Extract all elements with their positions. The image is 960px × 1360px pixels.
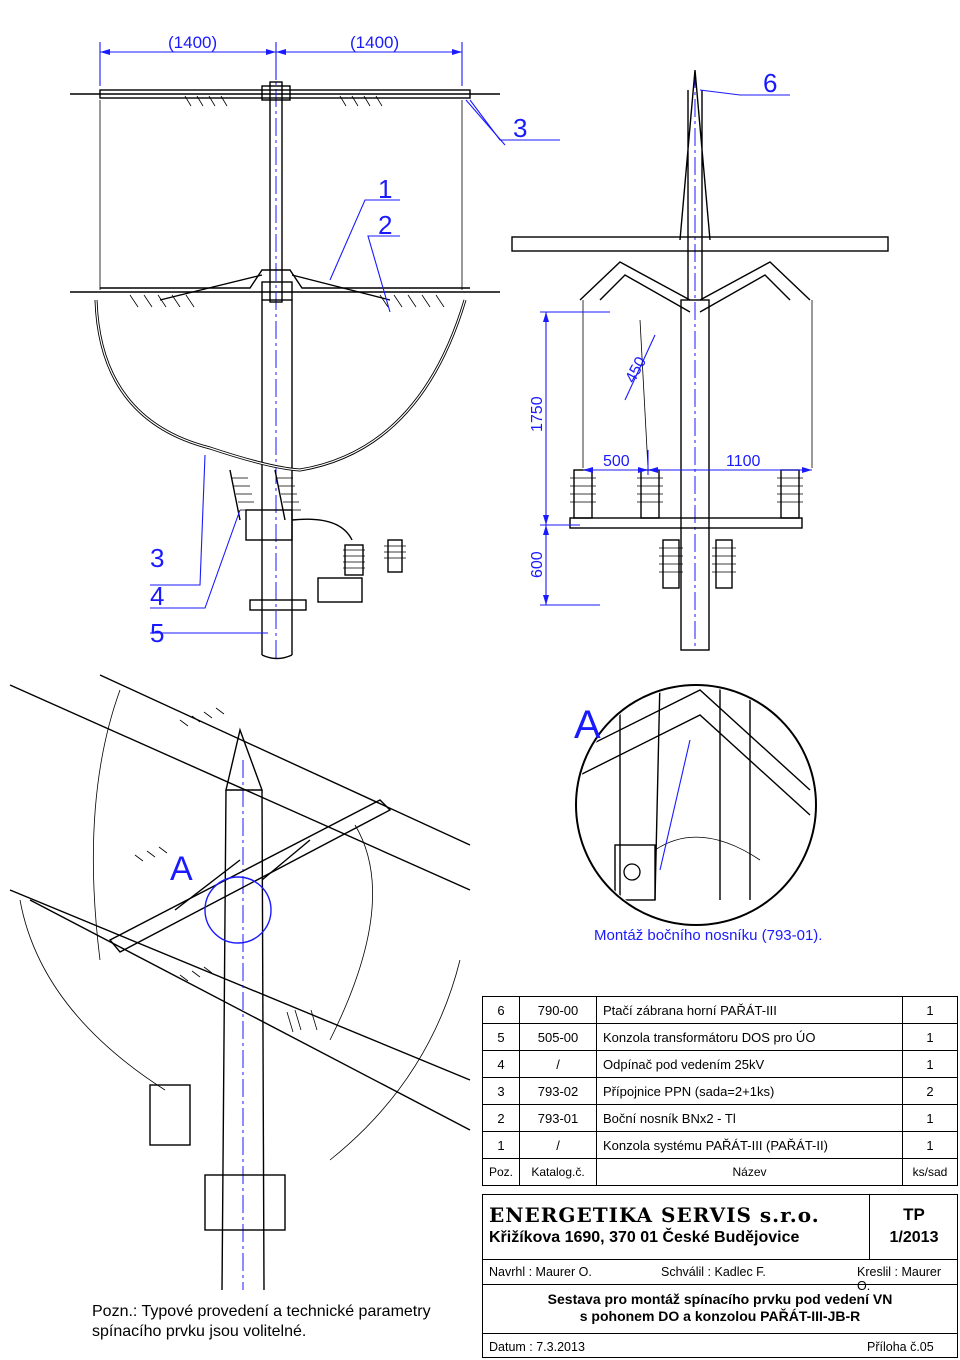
position-cell: 6: [481, 996, 521, 1024]
dim-600: 600: [529, 551, 546, 578]
quantity-cell: 1: [902, 1131, 958, 1159]
name-cell: Konzola transformátoru DOS pro ÚO: [596, 1023, 903, 1051]
position-cell: 1: [481, 1131, 521, 1159]
dim-500: 500: [603, 453, 630, 470]
approved-by: Schválil : Kadlec F.: [661, 1265, 766, 1279]
view-a-marker: A: [170, 850, 193, 888]
header-position: Poz.: [481, 1158, 521, 1186]
company-address: Křižíkova 1690, 370 01 České Budějovice: [489, 1229, 800, 1246]
name-cell: Boční nosník BNx2 - Tl: [596, 1104, 903, 1132]
detail-a: [575, 684, 817, 926]
name-cell: Přípojnice PPN (sada=2+1ks): [596, 1077, 903, 1105]
name-cell: Ptačí zábrana horní PAŘÁT-III: [596, 996, 903, 1024]
catalog-cell: 793-01: [519, 1104, 598, 1132]
note-line-2: spínacího prvku jsou volitelné.: [92, 1323, 307, 1340]
header-name: Název: [596, 1158, 903, 1186]
quantity-cell: 2: [902, 1077, 958, 1105]
date-row: Datum : 7.3.2013 Příloha č.05: [483, 1333, 957, 1359]
dim-1400-right: (1400): [350, 33, 399, 52]
callout-3-top: 3: [513, 113, 527, 143]
view-a-label: A: [574, 703, 601, 747]
detail-caption: Montáž bočního nosníku (793-01).: [594, 927, 822, 944]
signatures-row: Navrhl : Maurer O. Schválil : Kadlec F. …: [483, 1259, 957, 1293]
catalog-cell: /: [519, 1131, 598, 1159]
catalog-cell: 790-00: [519, 996, 598, 1024]
note: Pozn.: Typové provedení a technické para…: [92, 1302, 431, 1342]
quantity-cell: 1: [902, 1050, 958, 1078]
designed-by: Navrhl : Maurer O.: [489, 1265, 592, 1279]
attachment-number: Příloha č.05: [867, 1340, 934, 1354]
description-line-2: s pohonem DO a konzolou PAŘÁT-III-JB-R: [579, 1308, 861, 1324]
note-line-1: Pozn.: Typové provedení a technické para…: [92, 1303, 431, 1320]
side-view: [511, 69, 889, 651]
front-view: [70, 42, 560, 660]
callout-3-side: 3: [150, 543, 164, 573]
company-name: ENERGETIKA SERVIS s.r.o.: [489, 1203, 820, 1227]
catalog-cell: 505-00: [519, 1023, 598, 1051]
position-cell: 3: [481, 1077, 521, 1105]
position-cell: 4: [481, 1050, 521, 1078]
dim-1400-left: (1400): [168, 33, 217, 52]
quantity-cell: 1: [902, 1023, 958, 1051]
document-number: 1/2013: [889, 1229, 939, 1246]
quantity-cell: 1: [902, 1104, 958, 1132]
document-id: TP 1/2013: [869, 1195, 958, 1259]
callout-5: 5: [150, 618, 164, 648]
position-cell: 2: [481, 1104, 521, 1132]
drawn-by: Kreslil : Maurer O.: [857, 1265, 942, 1293]
title-block: ENERGETIKA SERVIS s.r.o. Křižíkova 1690,…: [482, 1194, 958, 1358]
callout-6: 6: [763, 68, 777, 98]
catalog-cell: /: [519, 1050, 598, 1078]
position-cell: 5: [481, 1023, 521, 1051]
name-cell: Odpínač pod vedením 25kV: [596, 1050, 903, 1078]
drawing-date: Datum : 7.3.2013: [489, 1340, 585, 1354]
description-line-1: Sestava pro montáž spínacího prvku pod v…: [547, 1291, 893, 1307]
header-catalog: Katalog.č.: [519, 1158, 598, 1186]
catalog-cell: 793-02: [519, 1077, 598, 1105]
callout-1: 1: [378, 174, 392, 204]
header-quantity: ks/sad: [902, 1158, 958, 1186]
callout-2: 2: [378, 210, 392, 240]
table-row: 1/Konzola systému PAŘÁT-III (PAŘÁT-II)1: [481, 1131, 958, 1159]
quantity-cell: 1: [902, 996, 958, 1024]
isometric-view: [9, 674, 471, 1291]
name-cell: Konzola systému PAŘÁT-III (PAŘÁT-II): [596, 1131, 903, 1159]
callout-4: 4: [150, 581, 164, 611]
dim-1100: 1100: [726, 453, 761, 470]
document-type: TP: [903, 1205, 925, 1224]
dim-450: 450: [623, 354, 651, 386]
dim-1750: 1750: [529, 396, 546, 432]
drawing-description: Sestava pro montáž spínacího prvku pod v…: [483, 1291, 957, 1325]
